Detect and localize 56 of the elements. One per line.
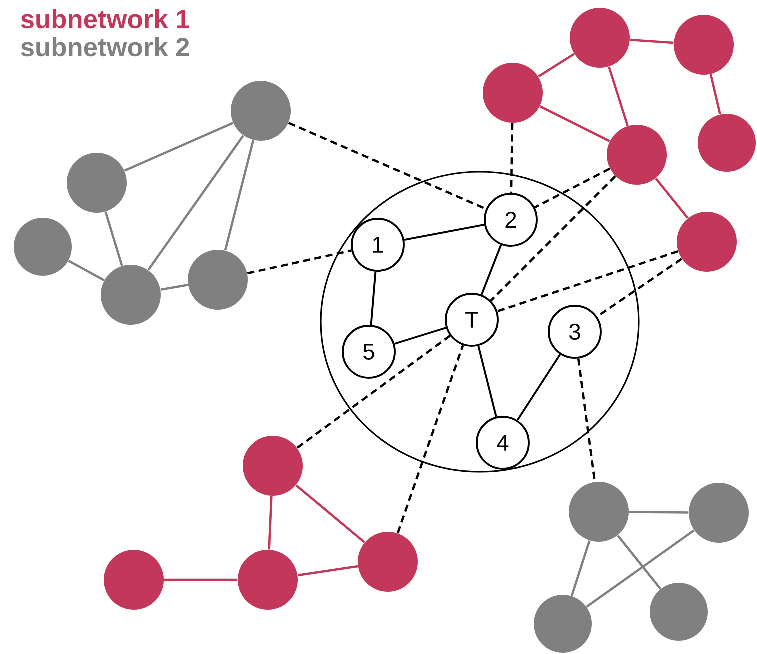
link <box>608 66 629 126</box>
dashed-link <box>490 176 616 302</box>
link <box>298 565 358 577</box>
link <box>124 122 234 172</box>
dot <box>689 483 749 543</box>
dashed-link <box>510 123 514 194</box>
link <box>268 496 273 550</box>
link <box>394 327 447 345</box>
dot <box>534 595 592 653</box>
dot <box>674 15 734 75</box>
dot <box>243 436 303 496</box>
link <box>164 578 238 582</box>
link <box>104 212 124 266</box>
dot <box>67 153 127 213</box>
link <box>540 106 610 142</box>
dot <box>104 550 164 610</box>
link <box>160 284 188 291</box>
dot <box>698 114 756 172</box>
dot <box>358 532 418 592</box>
link <box>570 540 591 596</box>
dashed-link <box>534 168 611 209</box>
dot <box>570 8 630 68</box>
dot <box>569 482 629 542</box>
dot <box>188 250 248 310</box>
link <box>516 354 562 421</box>
dashed-link <box>396 345 464 534</box>
link <box>538 53 575 78</box>
link <box>710 74 722 115</box>
link <box>655 178 689 220</box>
link <box>480 244 502 296</box>
link <box>68 260 105 282</box>
dashed-link <box>497 250 679 313</box>
legend-entry: subnetwork 2 <box>21 37 190 57</box>
dot <box>650 583 708 641</box>
dashed-link <box>247 250 352 275</box>
dot <box>677 212 737 272</box>
link <box>629 511 689 514</box>
link <box>224 140 255 251</box>
dot <box>14 218 72 276</box>
link <box>148 135 244 271</box>
link <box>370 272 377 326</box>
dot <box>101 265 161 325</box>
dot <box>238 550 298 610</box>
link <box>617 534 662 590</box>
link <box>586 530 695 608</box>
dot <box>607 125 667 185</box>
link <box>478 346 498 418</box>
dashed-link <box>288 122 487 210</box>
dot <box>483 63 543 123</box>
legend-entry: subnetwork 1 <box>21 9 190 29</box>
dashed-link <box>296 335 451 449</box>
link <box>630 38 674 44</box>
link <box>404 224 485 241</box>
link <box>296 484 366 544</box>
group-circle <box>320 171 640 473</box>
dot <box>231 81 291 141</box>
